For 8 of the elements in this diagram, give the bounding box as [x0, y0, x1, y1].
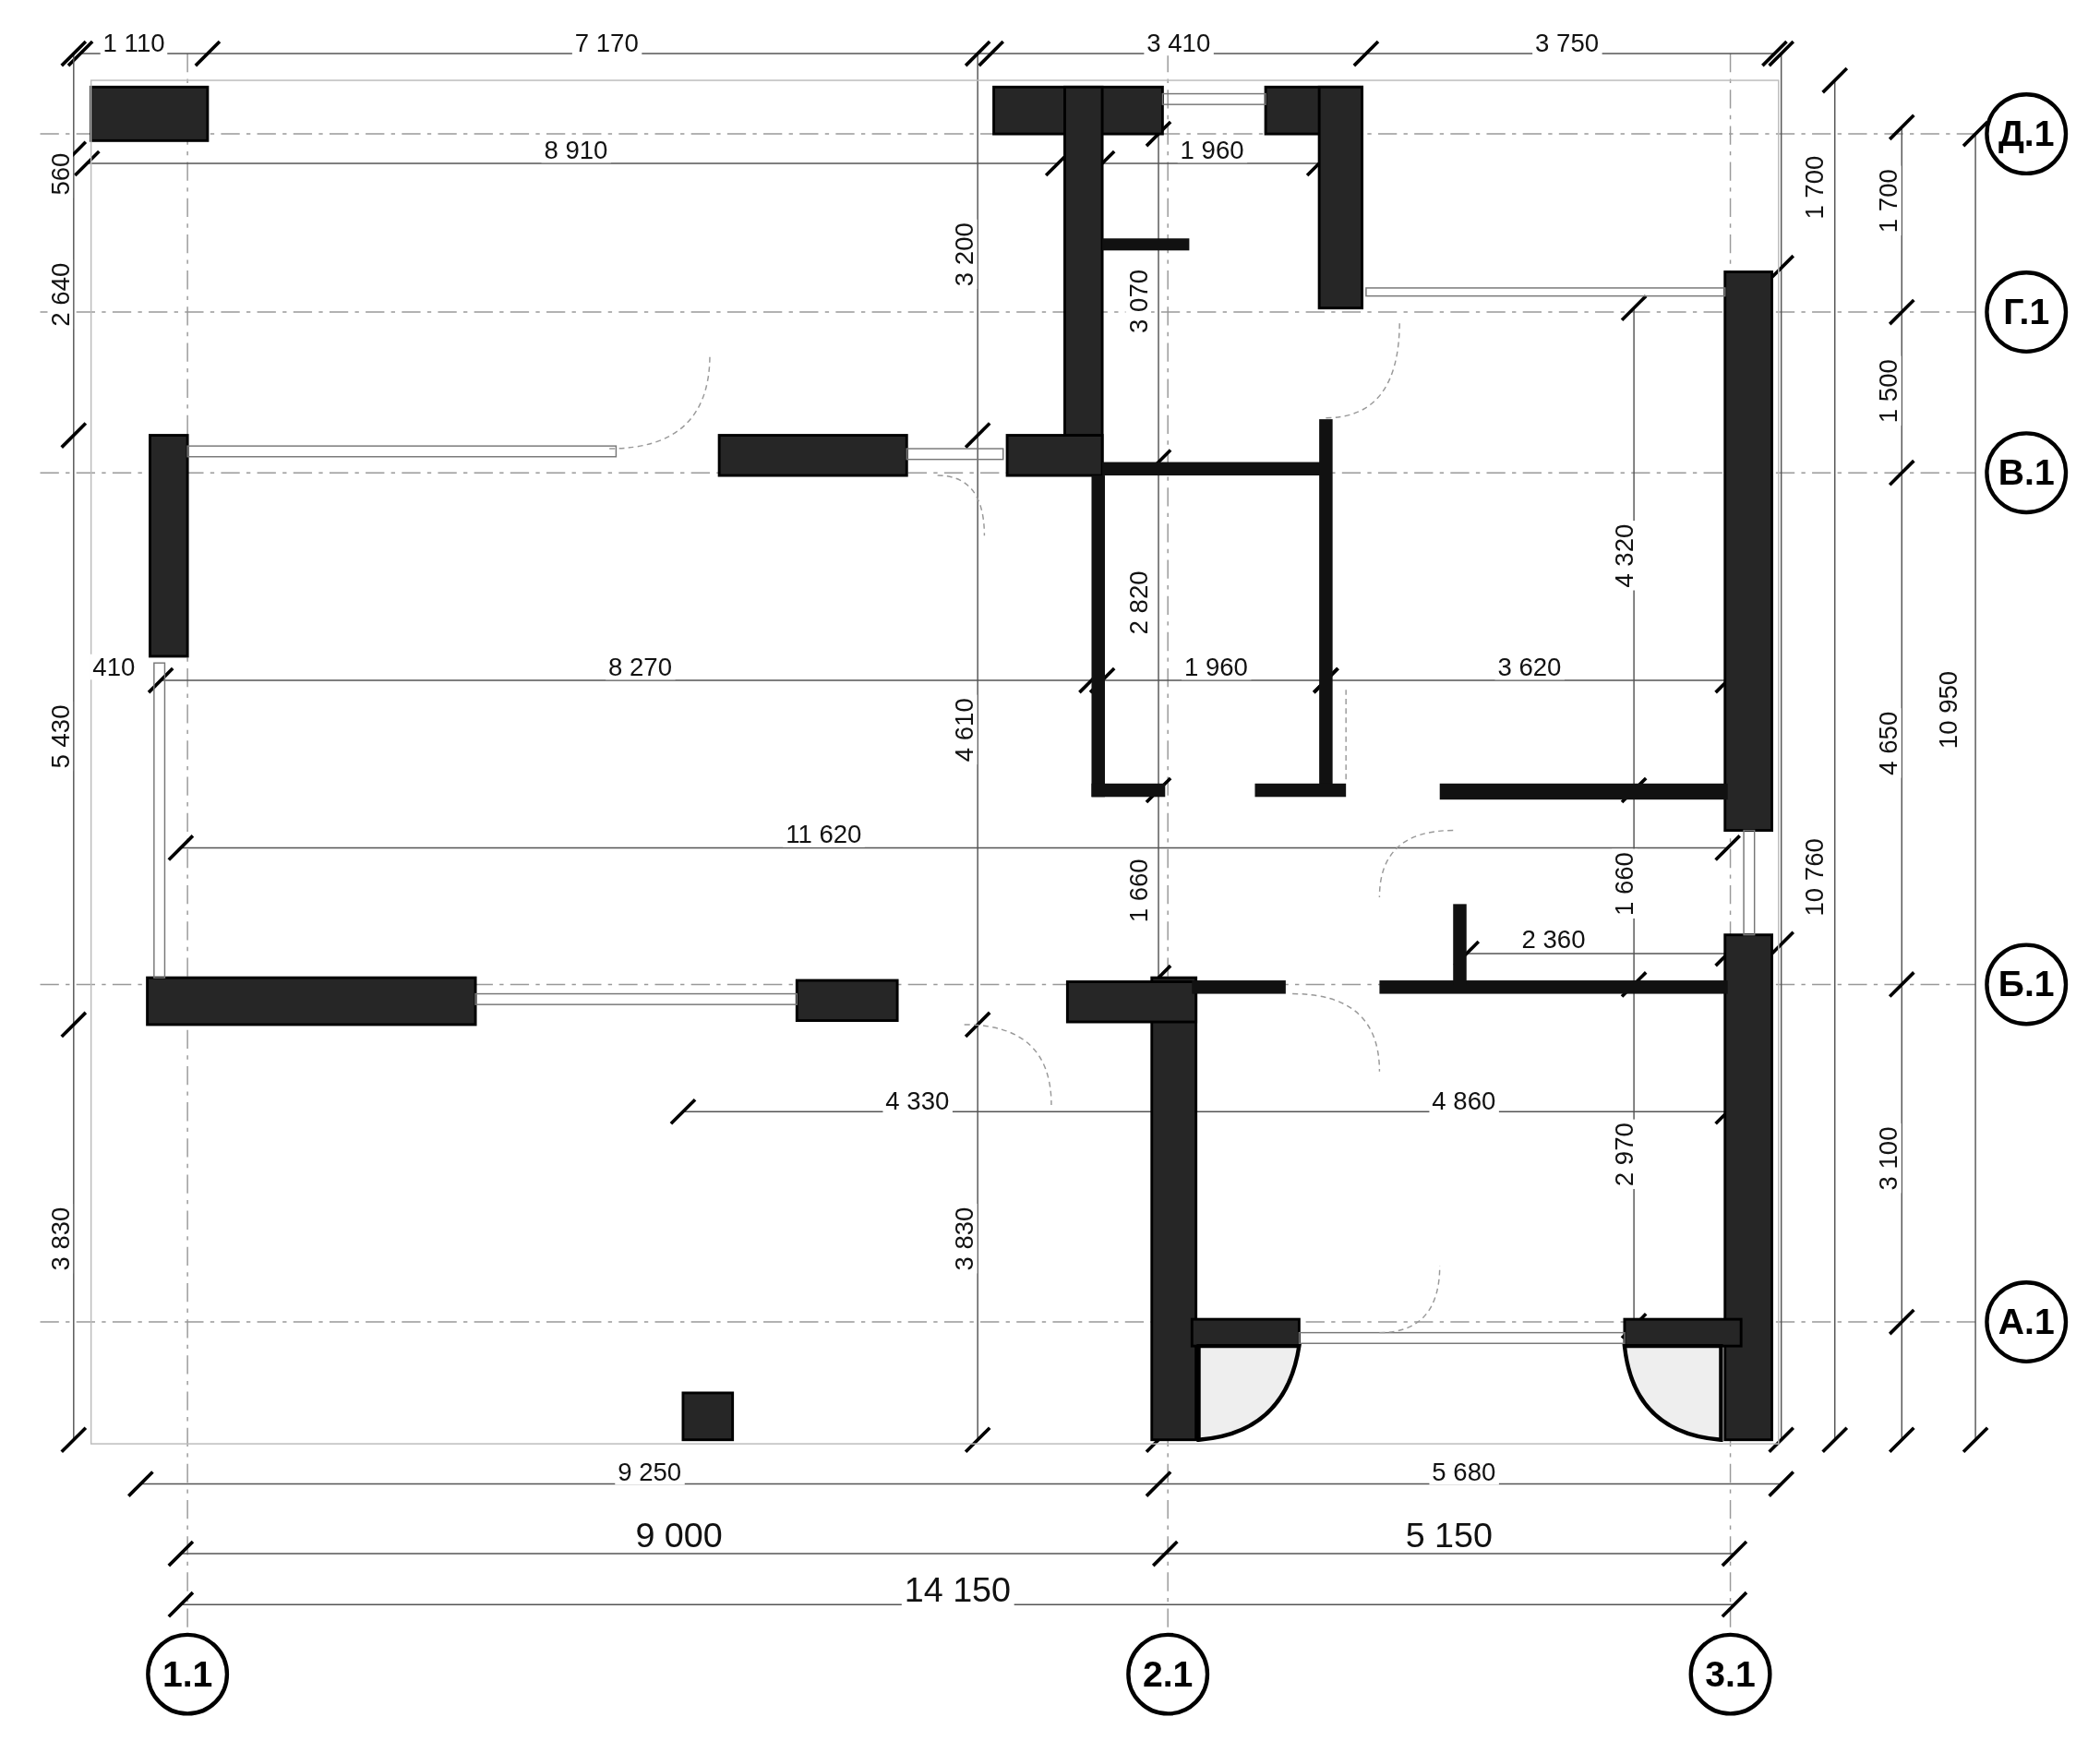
axis-marker: В.1	[1985, 431, 2069, 515]
axis-marker: Г.1	[1985, 270, 2069, 354]
axis-marker: 1.1	[146, 1632, 230, 1716]
axis-marker: Б.1	[1985, 943, 2069, 1027]
axis-marker: 2.1	[1126, 1632, 1210, 1716]
axis-marker: А.1	[1985, 1280, 2069, 1363]
axis-marker: 3.1	[1688, 1632, 1772, 1716]
axis-marker: Д.1	[1985, 92, 2069, 176]
